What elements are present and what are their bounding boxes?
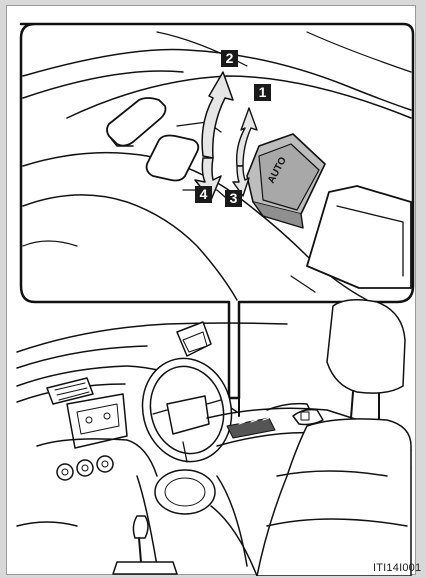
- callout-4: 4: [195, 186, 212, 203]
- window-switch-illustration: AUTO: [7, 6, 417, 576]
- callout-2: 2: [221, 50, 238, 67]
- cabin-overview: [17, 300, 411, 576]
- figure-frame: AUTO: [6, 5, 416, 575]
- callout-1: 1: [254, 84, 271, 101]
- callout-3: 3: [225, 190, 242, 207]
- figure-id: ITI14I001: [373, 562, 421, 574]
